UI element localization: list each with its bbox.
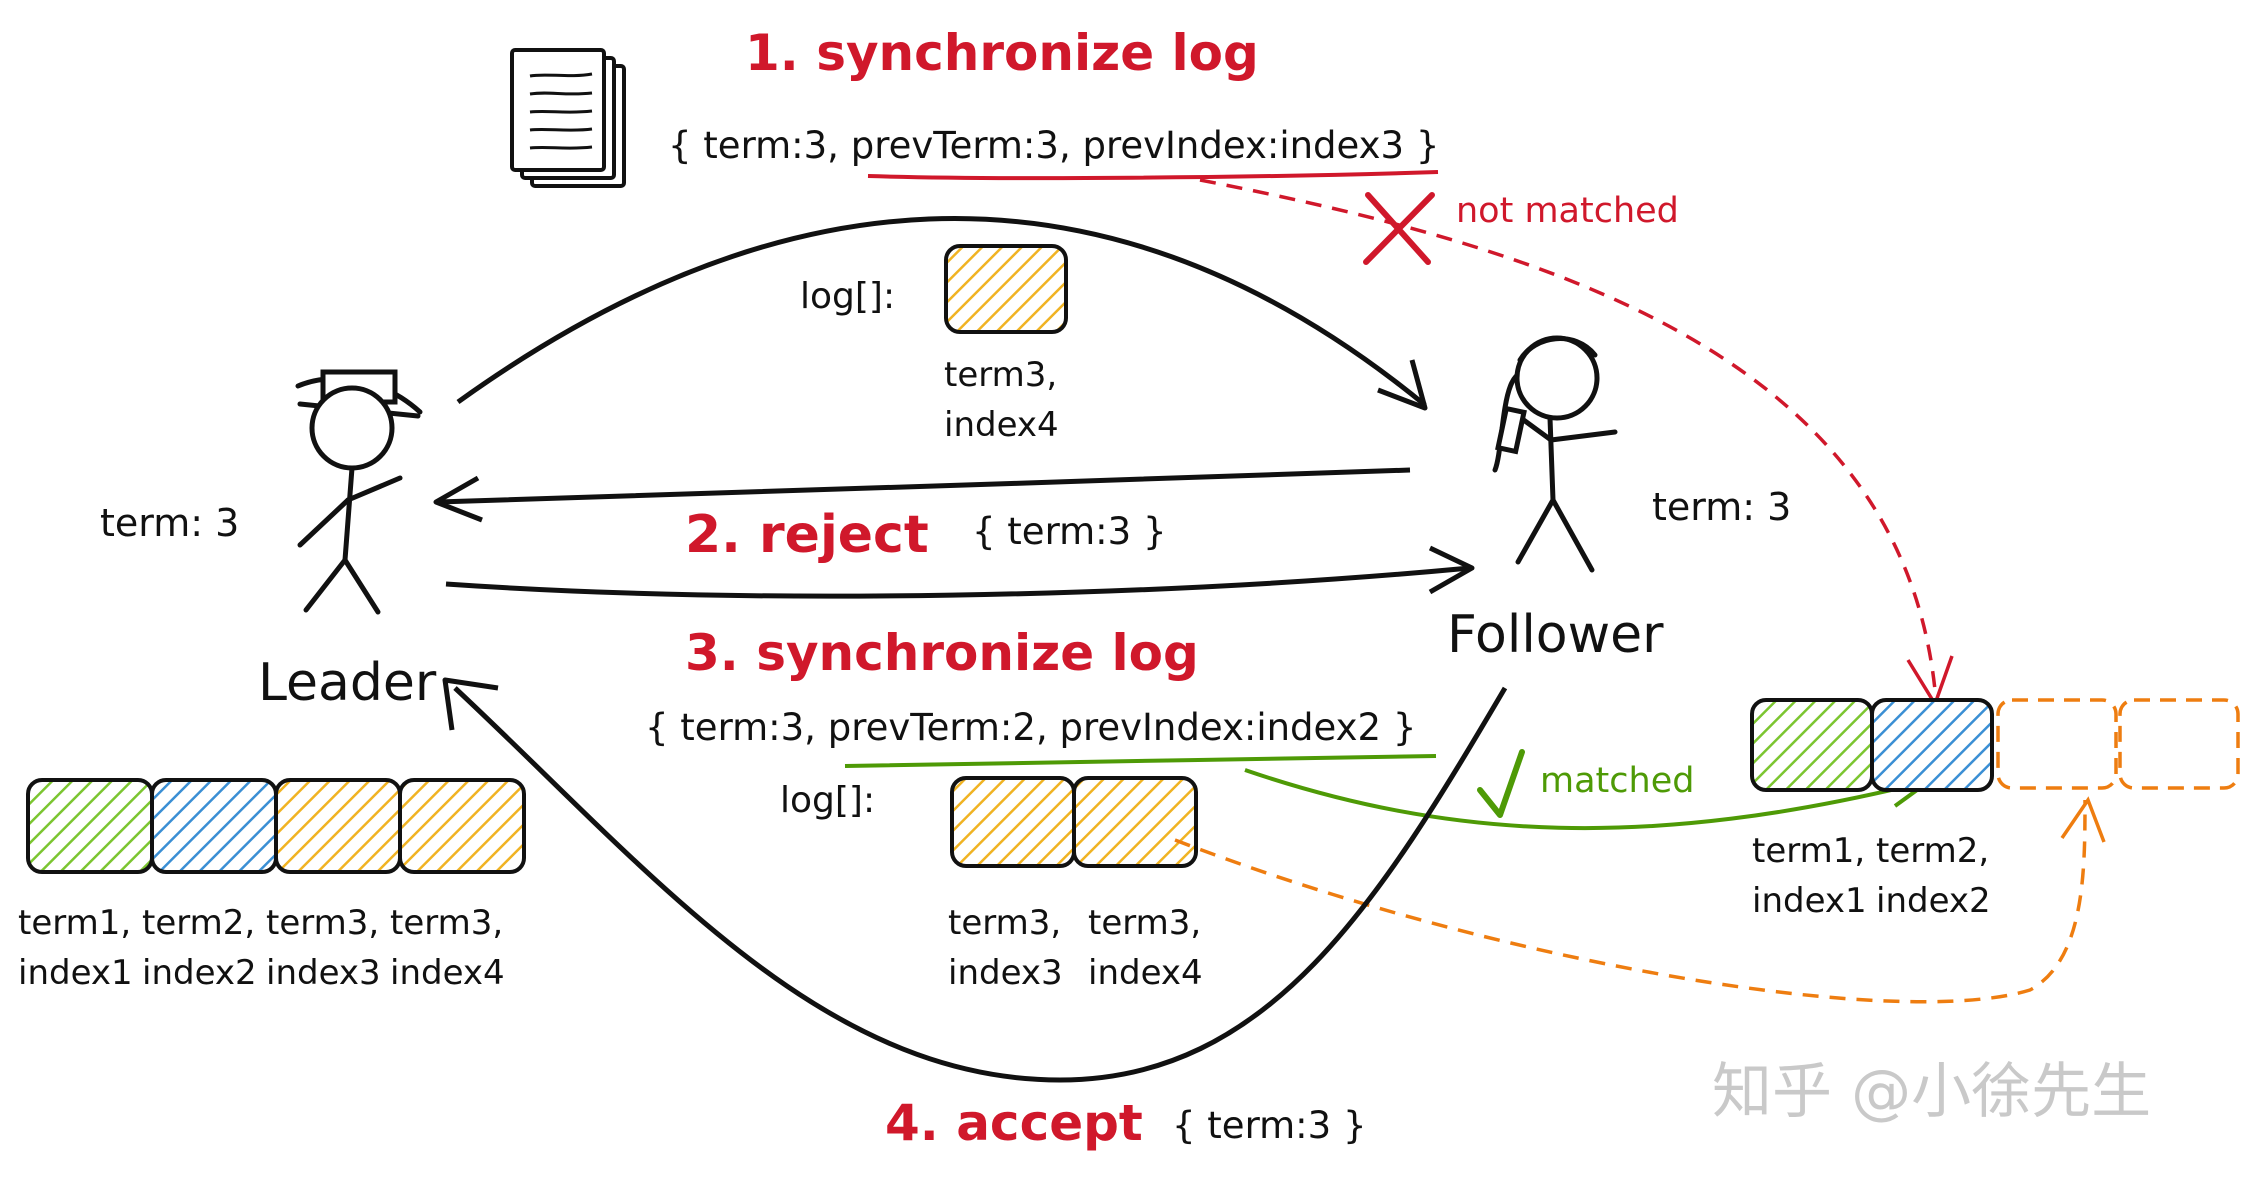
- leader-log-entry-index1: [26, 778, 154, 874]
- msg3-log-labels: term3, index3 term3, index4: [948, 903, 1203, 993]
- log-entry-label-line1: term3,: [266, 903, 379, 943]
- log-entry-label-line1: term1,: [18, 903, 131, 943]
- watermark: 知乎 @小徐先生: [1712, 1057, 2151, 1127]
- msg3-log-entry-index4: [1072, 776, 1198, 868]
- follower-log-empty-slot-4: [2118, 698, 2240, 790]
- log-entry-label-line1: term3,: [1088, 903, 1201, 943]
- sync-log-arrow-3-head: [1428, 545, 1475, 595]
- follower-figure: [1492, 335, 1618, 573]
- log-entry-label-line1: term3,: [390, 903, 503, 943]
- message-1-underline: [867, 170, 1439, 181]
- log-entry-label-line2: index1: [1752, 881, 1867, 921]
- leader-log-labels: term1,index1term2,index2term3,index3term…: [18, 903, 505, 993]
- message-3-text: { term:3, prevTerm:2, prevIndex:index2 }: [645, 706, 1416, 749]
- log-entry-label-line2: index2: [142, 953, 257, 993]
- matched-label: matched: [1540, 761, 1694, 801]
- log-entry-label-line1: term1,: [1752, 831, 1865, 871]
- log-entry-label-line2: index4: [944, 405, 1059, 445]
- msg1-log-entry-index4: [944, 244, 1068, 334]
- reject-arrow-head: [433, 475, 483, 523]
- step-1-title: 1. synchronize log: [745, 24, 1259, 82]
- log-label-2: log[]:: [780, 780, 875, 821]
- not-matched-arrow: [1199, 178, 1937, 691]
- log-label-1: log[]:: [800, 276, 895, 317]
- append-arrow: [1174, 799, 2087, 1004]
- log-entry-label-line2: index3: [266, 953, 381, 993]
- log-entry-label-line1: term3,: [948, 903, 1061, 943]
- log-entry-label-line2: index1: [18, 953, 133, 993]
- not-matched-arrow-head: [1906, 655, 1954, 709]
- leader-log-entry-index4: [398, 778, 526, 874]
- step-3-title: 3. synchronize log: [685, 624, 1199, 682]
- sync-log-arrow-3: [445, 565, 1471, 599]
- append-arrow-head: [2060, 796, 2106, 843]
- msg3-log-entry-index3: [950, 776, 1076, 868]
- follower-label: Follower: [1447, 605, 1664, 665]
- log-entry-label-line1: term2,: [1876, 831, 1989, 871]
- leader-term: term: 3: [100, 501, 239, 545]
- follower-log-empty-slot-3: [1996, 698, 2118, 790]
- message-3-underline: [844, 754, 1437, 768]
- accept-message: { term:3 }: [1172, 1104, 1367, 1147]
- log-entry-label-line1: term2,: [142, 903, 255, 943]
- log-entry-label-line2: index4: [1088, 953, 1203, 993]
- reject-arrow: [437, 467, 1411, 505]
- step-4-title: 4. accept: [885, 1094, 1143, 1152]
- cross-icon: [1363, 192, 1435, 265]
- message-1-text: { term:3, prevTerm:3, prevIndex:index3 }: [668, 124, 1439, 167]
- matched-arrow: [1244, 768, 1926, 831]
- sync-log-arrow-1: [456, 215, 1427, 407]
- leader-log-entry-index2: [150, 778, 278, 874]
- log-entry-label-line2: index4: [390, 953, 505, 993]
- log-entry-label-line2: index3: [948, 953, 1063, 993]
- leader-figure: [295, 369, 423, 615]
- not-matched-label: not matched: [1456, 191, 1679, 231]
- follower-term: term: 3: [1652, 485, 1791, 529]
- check-icon: [1477, 749, 1525, 818]
- follower-log-entry-index1: [1750, 698, 1874, 792]
- accept-arrow-head: [442, 677, 499, 731]
- follower-log-entry-index2: [1870, 698, 1994, 792]
- accept-arrow: [453, 686, 1508, 1083]
- reject-message: { term:3 }: [972, 510, 1167, 553]
- leader-label: Leader: [258, 653, 437, 713]
- log-entry-label-line2: index2: [1876, 881, 1991, 921]
- msg1-log-labels: term3, index4: [944, 355, 1059, 445]
- log-entry-label-line1: term3,: [944, 355, 1057, 395]
- document-stack-icon: [510, 48, 626, 188]
- leader-log-entry-index3: [274, 778, 402, 874]
- step-2-title: 2. reject: [685, 505, 929, 565]
- sync-log-arrow-1-head: [1377, 359, 1428, 411]
